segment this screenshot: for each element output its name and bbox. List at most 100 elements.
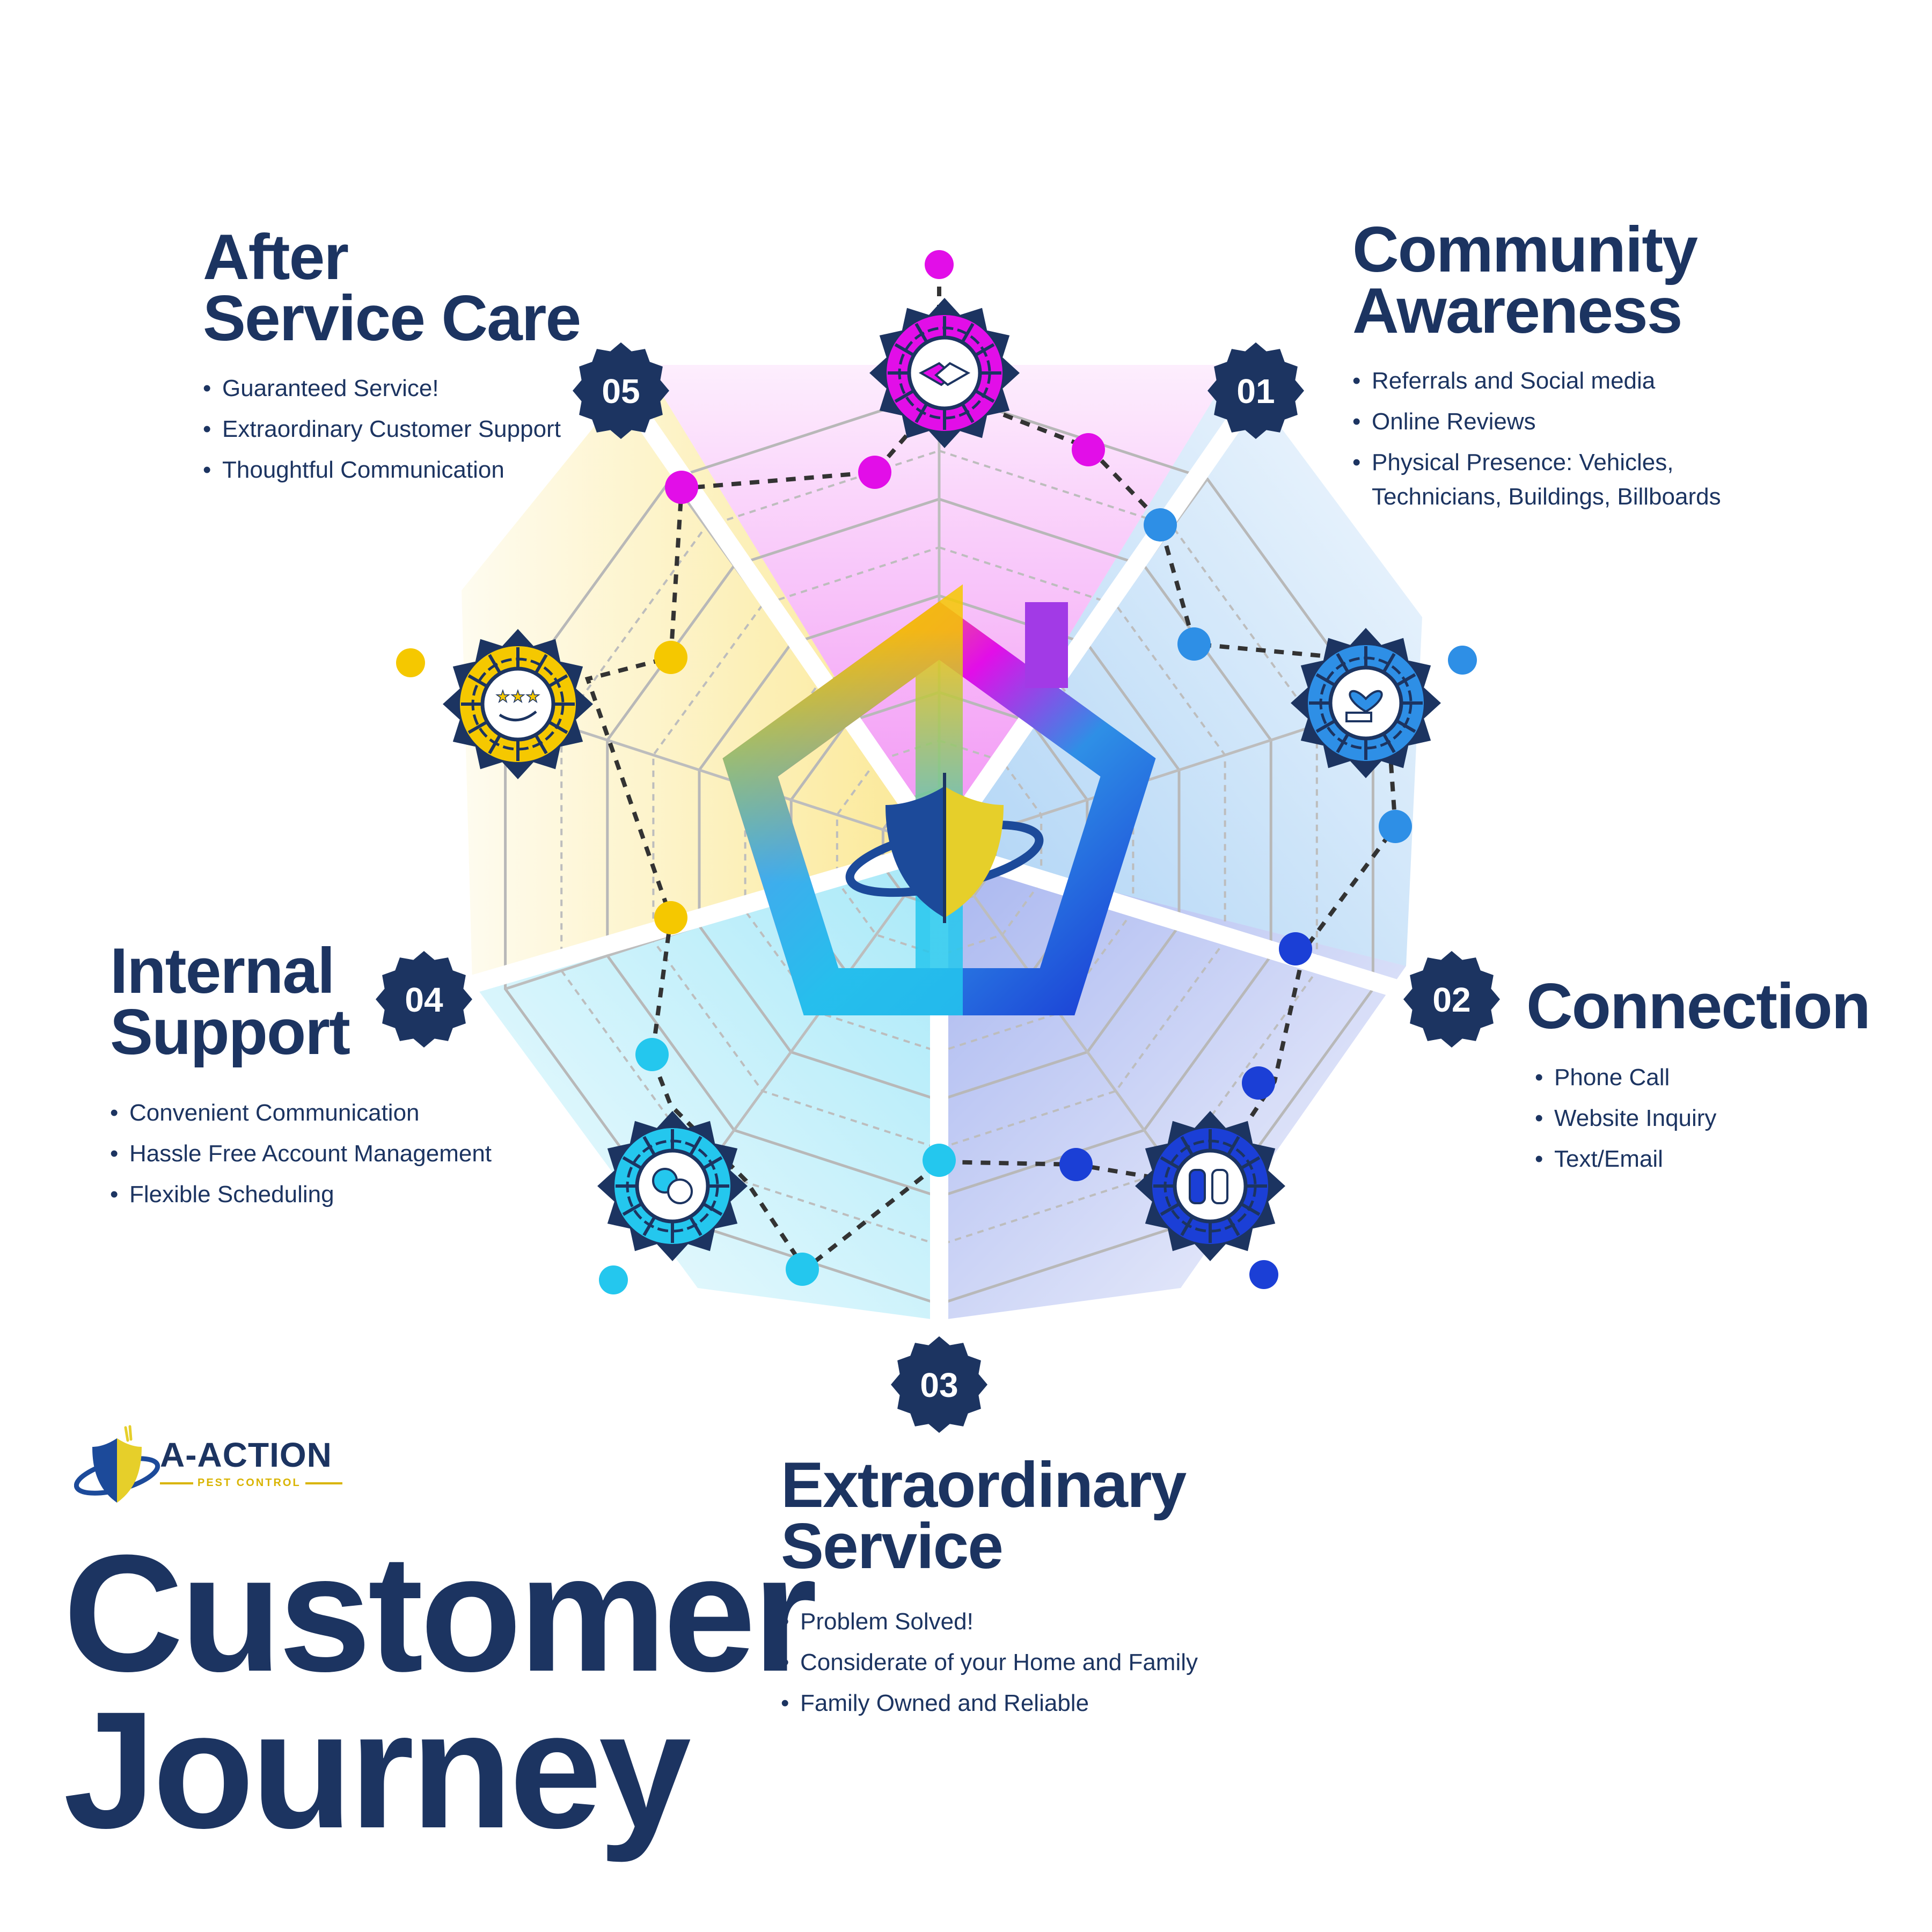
hub-web-line — [961, 404, 975, 423]
hub-web-line — [689, 1217, 702, 1236]
bullet: Online Reviews — [1352, 401, 1721, 442]
stage-1-heading-line2: Awareness — [1352, 275, 1683, 347]
stage-3-heading-line1: Extraordinary — [781, 1449, 1187, 1521]
stage-3-heading-line2: Service — [781, 1510, 1004, 1582]
hub-web-line — [467, 721, 487, 734]
house-chimney — [1025, 602, 1068, 688]
logo-brand-name: A-ACTION — [160, 1436, 332, 1474]
dot — [1448, 646, 1477, 675]
stage-4-heading-line1: Internal — [110, 935, 335, 1007]
hub-web-line — [1227, 1136, 1240, 1155]
hub-center — [480, 667, 555, 742]
high-five-icon — [1189, 1169, 1228, 1204]
hub-web-line — [1396, 673, 1416, 686]
dot — [1177, 627, 1211, 661]
bullet: Guaranteed Service! — [203, 368, 561, 409]
company-logo: A-ACTION PEST CONTROL — [74, 1417, 353, 1519]
shield-icon — [845, 773, 1044, 923]
stage-3-heading: Extraordinary Service — [781, 1449, 1187, 1582]
hub-web-line — [488, 654, 501, 674]
hub-web-ring — [898, 326, 991, 420]
handshake-icon — [918, 362, 971, 386]
stage-3-bullets: Problem Solved! Considerate of your Home… — [781, 1601, 1198, 1724]
divider-w — [459, 839, 942, 997]
badge-shape — [1403, 951, 1500, 1048]
sector-community-awareness — [939, 365, 1422, 966]
stage-hubs: ★★★ — [443, 298, 1441, 1261]
stage-number: 03 — [920, 1366, 958, 1404]
hub-web-line — [914, 323, 928, 342]
svg-text:★: ★ — [511, 688, 525, 706]
badge-shape — [891, 1336, 987, 1433]
hub-web-line — [1241, 1203, 1261, 1216]
dot — [654, 641, 687, 674]
hub-web-line — [1160, 1203, 1180, 1216]
hub-web-line — [467, 674, 487, 687]
high-five-hub — [1135, 1111, 1285, 1261]
hub-web-line — [1396, 720, 1416, 733]
bullet-line: Technicians, Buildings, Billboards — [1372, 484, 1721, 510]
hub-web-line — [535, 735, 548, 755]
title-line1: Customer — [63, 1520, 817, 1706]
bullet: Extraordinary Customer Support — [203, 409, 561, 450]
hub-web-line — [975, 343, 995, 356]
web-ring — [560, 449, 1318, 1247]
bullet: Website Inquiry — [1535, 1098, 1716, 1139]
title-line2: Journey — [63, 1677, 691, 1863]
hub-center — [1173, 1148, 1248, 1224]
dot — [1279, 932, 1312, 965]
house-emblem — [722, 584, 1156, 1015]
hub-web-line — [975, 390, 995, 403]
hub-web-line — [548, 721, 568, 734]
dot — [1144, 508, 1177, 541]
hand-heart-icon — [1345, 690, 1383, 722]
clasped-hands-hub — [597, 1111, 748, 1261]
logo-tagline: PEST CONTROL — [193, 1477, 305, 1489]
hub-web-line — [894, 390, 914, 403]
hub-web-line — [961, 323, 975, 342]
hub-web-line — [1336, 734, 1349, 753]
hub-web-line — [703, 1203, 723, 1216]
stage-4-heading: Internal Support — [110, 935, 350, 1068]
dot — [635, 1038, 669, 1071]
stage-5-heading-line2: Service Care — [203, 282, 581, 354]
stage-4-bullets: Convenient Communication Hassle Free Acc… — [110, 1093, 492, 1215]
svg-text:★: ★ — [496, 688, 510, 706]
dot — [665, 471, 698, 504]
bullet: Problem Solved! — [781, 1601, 1198, 1642]
stage-4-badge: 04 — [376, 951, 472, 1048]
stage-5-heading: After Service Care — [203, 225, 581, 354]
stage-2-heading: Connection — [1526, 970, 1871, 1042]
hub-web-line — [622, 1156, 642, 1169]
stage-number: 04 — [405, 980, 443, 1019]
stage-2-bullets: Phone Call Website Inquiry Text/Email — [1535, 1057, 1716, 1180]
divider-e — [936, 839, 1430, 1007]
dot — [654, 901, 687, 934]
web-ring — [652, 546, 1226, 1150]
dot — [1249, 1260, 1278, 1289]
hand-heart-hub — [1291, 628, 1441, 778]
badge-shape — [1208, 342, 1304, 439]
hub-web-line — [1180, 1136, 1194, 1155]
logo-shield-icon — [74, 1425, 160, 1503]
stars-hand-hub: ★★★ — [443, 629, 593, 779]
hub-web-line — [1315, 673, 1335, 686]
bullet: Family Owned and Reliable — [781, 1683, 1198, 1724]
divider-spokes — [459, 386, 1430, 1326]
stage-4-heading-line2: Support — [110, 996, 350, 1068]
hub-web-line — [1382, 734, 1396, 753]
handshake-hub — [869, 298, 1020, 448]
badge-shape — [573, 342, 669, 439]
bullet: Hassle Free Account Management — [110, 1133, 492, 1174]
bullet: Convenient Communication — [110, 1093, 492, 1133]
dot — [786, 1253, 819, 1286]
dot — [599, 1265, 628, 1294]
dot — [1072, 433, 1105, 466]
stage-2-heading-line1: Connection — [1526, 970, 1871, 1042]
bullet: Text/Email — [1535, 1139, 1716, 1180]
hub-web-ring — [471, 657, 565, 751]
stage-number: 01 — [1236, 372, 1275, 411]
